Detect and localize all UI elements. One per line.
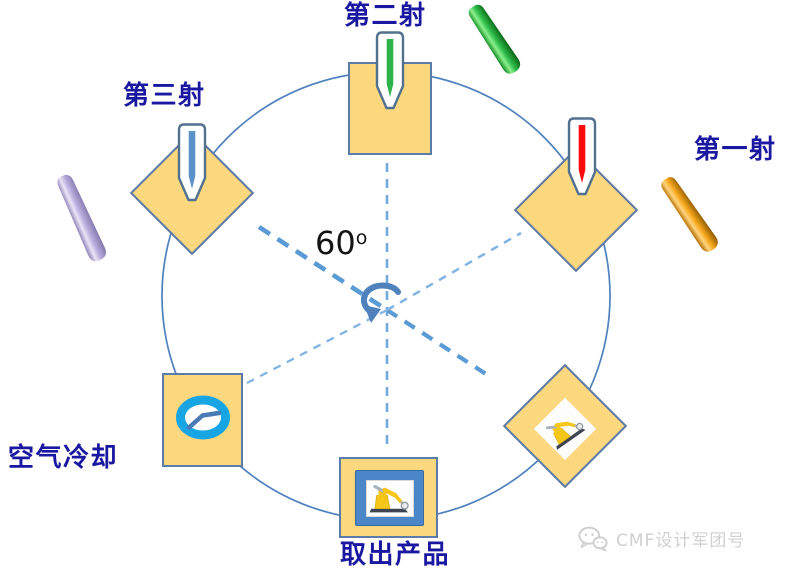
injector-fluid-red <box>578 125 586 183</box>
index-line-lower-left <box>246 308 388 385</box>
station-robot <box>502 363 628 489</box>
station-eject <box>339 457 438 538</box>
station-air-cooling <box>162 373 243 467</box>
label-eject: 取出产品 <box>340 540 451 570</box>
eject-panel <box>366 480 414 517</box>
watermark-text: CMF设计军团号 <box>616 531 746 551</box>
label-second-shot: 第二射 <box>344 1 427 31</box>
clock-hands <box>186 410 222 430</box>
robot-arm-icon <box>369 484 409 513</box>
index-line-upper-left <box>257 225 389 312</box>
index-line-lower-right <box>385 308 491 378</box>
rotation-angle-label: 60o <box>315 224 367 262</box>
wechat-icon <box>578 526 608 552</box>
injector-third-shot <box>177 123 207 202</box>
rotate-arrow-icon <box>360 282 401 323</box>
index-line-upper-right <box>386 231 522 312</box>
clock-icon <box>176 395 230 440</box>
part-purple <box>57 174 107 262</box>
injector-second-shot <box>375 31 405 110</box>
part-orange <box>661 177 718 252</box>
part-green <box>468 4 521 74</box>
injector-first-shot <box>567 117 597 196</box>
label-first-shot: 第一射 <box>694 135 777 165</box>
label-third-shot: 第三射 <box>123 81 206 111</box>
eject-inner-frame <box>355 470 424 526</box>
robot-arm-icon <box>546 421 586 450</box>
injector-fluid-green <box>386 39 394 97</box>
angle-value: 60 <box>315 224 356 262</box>
label-air-cooling: 空气冷却 <box>8 443 119 473</box>
robot-panel <box>533 397 597 460</box>
injector-fluid-blue <box>188 131 196 189</box>
watermark: CMF设计军团号 <box>577 524 745 553</box>
angle-degree-mark: o <box>355 227 368 249</box>
